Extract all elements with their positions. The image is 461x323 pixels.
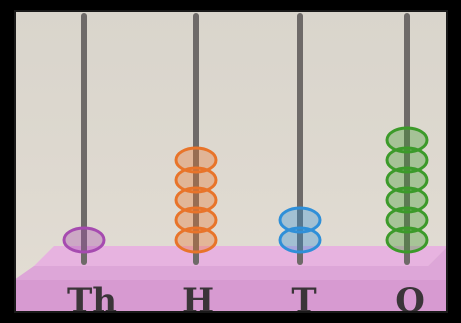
rod-label-hundreds: H	[181, 281, 215, 313]
rod-label-tens: T	[291, 281, 317, 313]
bead-th-1	[62, 226, 106, 254]
bead-h-5	[174, 146, 218, 174]
abacus-drawing	[14, 13, 448, 313]
abacus-base-slope	[14, 246, 448, 280]
bead-o-1	[385, 226, 429, 254]
bead-t-2	[278, 206, 322, 234]
abacus-base-front	[14, 280, 448, 313]
bead-o-3	[385, 186, 429, 214]
bead-h-1	[174, 226, 218, 254]
bead-h-3	[174, 186, 218, 214]
rod-label-thousands: Th	[66, 281, 118, 313]
bead-t-1	[278, 226, 322, 254]
abacus-panel: Th H T O	[14, 10, 448, 313]
bead-o-6	[385, 126, 429, 154]
bead-h-2	[174, 206, 218, 234]
bead-o-2	[385, 206, 429, 234]
abacus-base-top	[34, 246, 448, 266]
bead-o-4	[385, 166, 429, 194]
rod-label-ones: O	[395, 281, 425, 313]
bead-o-5	[385, 146, 429, 174]
bead-h-4	[174, 166, 218, 194]
